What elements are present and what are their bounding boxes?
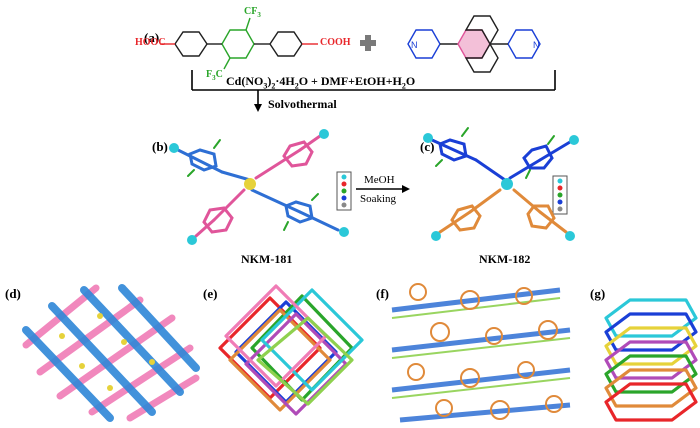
element-legend-icon xyxy=(552,175,568,215)
cd-center-182 xyxy=(501,178,513,190)
anthracene-bottom-ring xyxy=(464,42,499,73)
plus-icon xyxy=(360,35,376,51)
panel-label-c: (c) xyxy=(420,139,435,154)
element-legend-icon xyxy=(336,171,352,211)
bipyridyl-ligand-structure xyxy=(407,15,541,73)
linker-cf3-bottom: F3C xyxy=(206,69,223,82)
linker-acid-left: HOOC xyxy=(135,37,166,48)
linker-ring-left xyxy=(174,31,208,57)
linker-ring-right xyxy=(269,31,303,57)
panel-label-b: (b) xyxy=(152,139,168,154)
framework-packing-181 xyxy=(22,284,200,422)
linker-cf3-top: CF3 xyxy=(244,6,261,19)
panel-label-d: (d) xyxy=(5,286,21,301)
nkm181-coordination xyxy=(169,129,349,245)
cd-node-icon xyxy=(569,135,579,145)
panel-label-f: (f) xyxy=(376,286,389,301)
cd-node-icon xyxy=(339,227,349,237)
reaction-arrow xyxy=(191,70,556,106)
pyridyl-ring-right xyxy=(507,29,541,59)
cd-node-icon xyxy=(187,235,197,245)
svg-text:N: N xyxy=(533,40,540,50)
reaction-arrowhead xyxy=(254,104,262,112)
cd-center-181 xyxy=(244,178,256,190)
transformation-line2: Soaking xyxy=(360,193,397,205)
compound-name-first: NKM-181 xyxy=(241,252,293,266)
cd-node-icon xyxy=(431,231,441,241)
panel-label-g: (g) xyxy=(590,286,606,301)
linker-acid-right: COOH xyxy=(320,37,351,48)
soaking-arrow xyxy=(356,185,410,193)
cd-node-icon xyxy=(169,143,179,153)
cd-node-icon xyxy=(565,231,575,241)
anthracene-top-ring xyxy=(464,15,499,46)
cd-node-icon xyxy=(423,133,433,143)
dicarboxylate-linker-structure xyxy=(160,17,318,70)
interpenetrated-net-182 xyxy=(604,298,698,422)
panel-label-a: (a) xyxy=(144,30,160,45)
nkm182-coordination xyxy=(423,127,579,241)
transformation-line1: MeOH xyxy=(364,174,395,186)
panel-label-e: (e) xyxy=(203,286,218,301)
svg-text:N: N xyxy=(411,40,418,50)
linker-ring-middle xyxy=(221,29,255,59)
compound-name-second: NKM-182 xyxy=(479,252,531,266)
reaction-method: Solvothermal xyxy=(268,97,337,111)
framework-packing-182 xyxy=(391,283,571,423)
reaction-conditions: Cd(NO3)2·4H2O + DMF+EtOH+H2O xyxy=(226,74,416,91)
interpenetrated-net-181 xyxy=(218,284,364,416)
cd-node-icon xyxy=(319,129,329,139)
